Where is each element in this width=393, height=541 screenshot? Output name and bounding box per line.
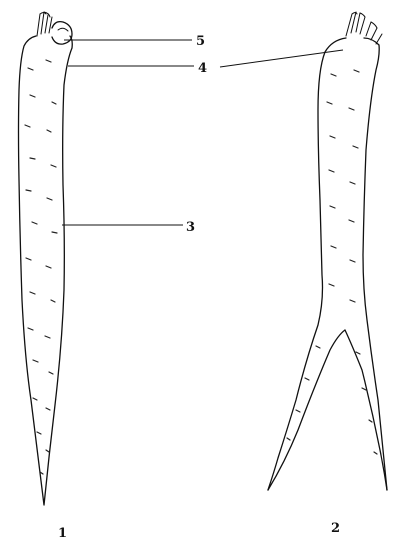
root-outline-1: [19, 36, 73, 505]
root-outline-2: [268, 38, 346, 490]
leader-line-4-right: [220, 50, 343, 67]
crown-leaf-stubs-1: [37, 12, 72, 44]
crown-leaf-stubs-2: [346, 12, 382, 44]
label-crown: 5: [196, 34, 205, 49]
figure-label-2: 2: [331, 521, 340, 536]
label-root-body: 3: [186, 220, 195, 235]
taproot-figure-1: [19, 12, 73, 505]
figure-label-1: 1: [58, 526, 67, 541]
taproot-figure-2: [268, 12, 387, 490]
label-shoulder: 4: [198, 61, 207, 76]
root-texture-marks-1: [25, 60, 57, 474]
